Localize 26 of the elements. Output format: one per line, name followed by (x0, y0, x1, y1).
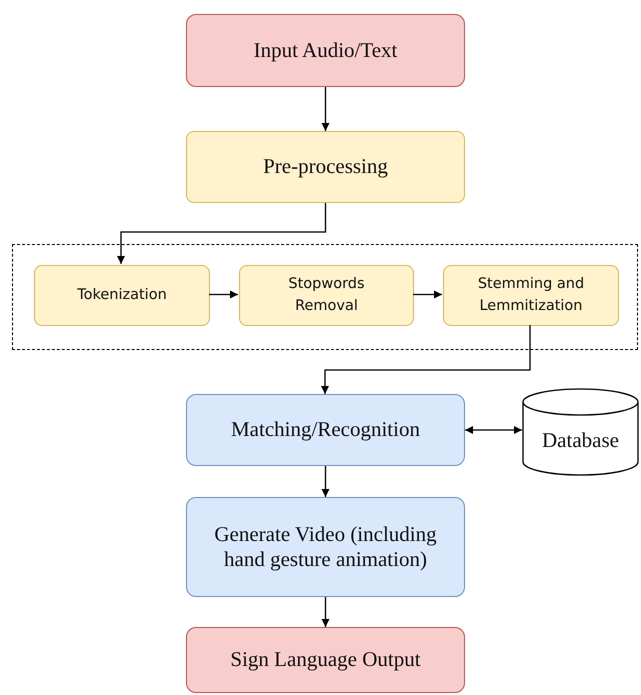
node-label: Sign Language Output (229, 647, 422, 673)
arrow (413, 290, 442, 298)
arrow (322, 87, 330, 131)
node-label: Tokenization (76, 286, 168, 305)
node-label: Stopwords Removal (287, 275, 366, 316)
node-label: Stemming and Lemmitization (476, 275, 586, 316)
dashed-group-box (12, 244, 638, 350)
process-box (186, 627, 465, 693)
process-box (186, 497, 465, 597)
arrow (322, 597, 330, 627)
process-box (186, 14, 465, 87)
process-box (34, 265, 210, 326)
process-box (443, 265, 619, 326)
arrow (209, 290, 238, 298)
node-label: Matching/Recognition (230, 417, 421, 443)
node-label: Database (541, 428, 620, 454)
arrow (322, 466, 330, 497)
arrow (321, 325, 531, 394)
arrow (465, 426, 522, 434)
node-label: Generate Video (including hand gesture animation) (213, 522, 438, 572)
process-box (239, 265, 414, 326)
node-label: Pre-processing (262, 154, 389, 180)
process-box (186, 131, 465, 203)
process-box (186, 394, 465, 466)
arrow (117, 203, 326, 264)
node-label: Input Audio/Text (252, 38, 398, 64)
